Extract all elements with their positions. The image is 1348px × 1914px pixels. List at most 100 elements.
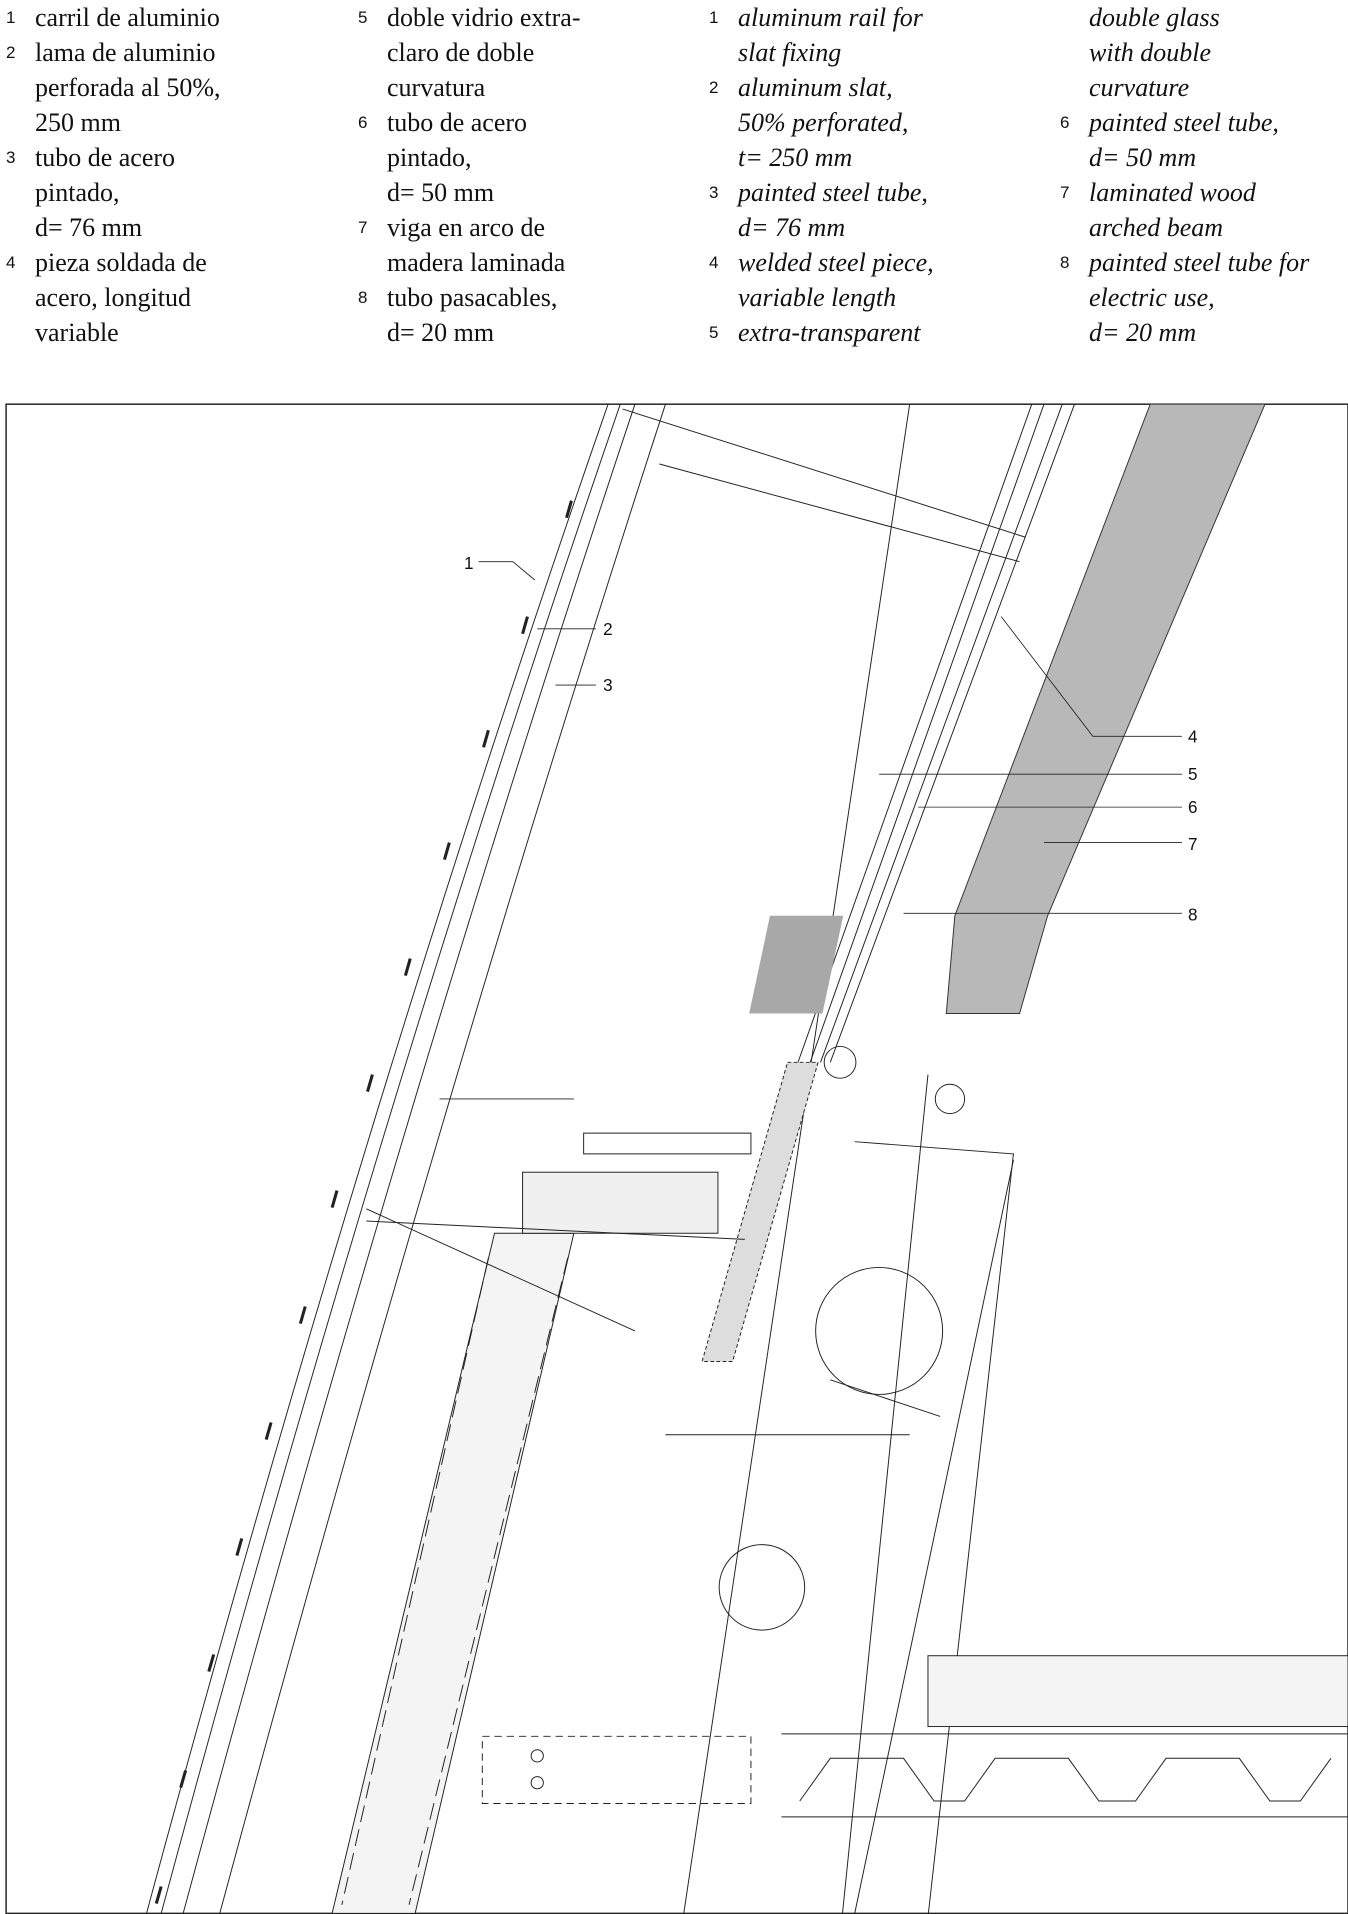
legend-line: 8 tubo pasacables, [352,280,697,315]
legend-number: 1 [6,8,16,27]
legend-line: 4variable [0,315,345,350]
legend-text: doble vidrio extra- [387,3,581,32]
legend-text: pieza soldada de [35,248,207,277]
legend-text: lama de aluminio [35,38,216,67]
legend-line: 5 extra-transparent [703,315,1048,350]
legend-text: pintado, [387,143,472,172]
legend-number: 6 [1060,113,1070,132]
legend-line: 4 pieza soldada de [0,245,345,280]
duct-circle [718,1544,806,1631]
legend-line: 6pintado, [352,140,697,175]
legend-text: painted steel tube for [1089,248,1310,277]
legend-number: 8 [1060,253,1070,272]
legend-text: t= 250 mm [738,143,853,172]
legend-text: curvature [1089,73,1190,102]
legend-number: 3 [6,148,16,167]
callout-4: 4 [1188,727,1198,746]
legend-line: 5with double [1054,35,1348,70]
legend-text: variable length [738,283,897,312]
legend-text: d= 76 mm [738,213,846,242]
legend-line: 3 painted steel tube, [703,175,1048,210]
callout-2: 2 [603,620,613,639]
legend-text: d= 20 mm [1089,318,1197,347]
callout-5: 5 [1188,765,1198,784]
legend-line: 3d= 76 mm [703,210,1048,245]
legend-line: 3d= 76 mm [0,210,345,245]
legend-text: d= 76 mm [35,213,143,242]
inclined-insulated-panel [701,1061,819,1362]
legend-number: 7 [1060,183,1070,202]
laminated-wood-beam [945,403,1266,1014]
legend-line: 5curvatura [352,70,697,105]
legend-text: d= 20 mm [387,318,495,347]
legend-number: 5 [709,323,719,342]
legend-number: 2 [6,43,16,62]
callout-7: 7 [1188,835,1198,854]
legend-number: 1 [709,8,719,27]
legend-line: 6d= 50 mm [1054,140,1348,175]
legend-text: 250 mm [35,108,121,137]
floor-deck [481,1655,1348,1818]
legend-text: curvatura [387,73,486,102]
callout-leaders [478,561,1182,914]
legend-text: claro de doble [387,38,535,67]
legend-line: 1 carril de aluminio [0,0,345,35]
legend-text: madera laminada [387,248,566,277]
legend-line: 8d= 20 mm [1054,315,1348,350]
legend-number: 4 [709,253,719,272]
legend-line: 7 laminated wood [1054,175,1348,210]
legend-line: 5double glass [1054,0,1348,35]
legend-number: 2 [709,78,719,97]
legend-number: 6 [358,113,368,132]
callout-1: 1 [464,554,474,573]
legend-text: variable [35,318,119,347]
legend-text: painted steel tube, [1089,108,1279,137]
legend-line: 5claro de doble [352,35,697,70]
legend-line: 1slat fixing [703,35,1048,70]
legend-text: welded steel piece, [738,248,934,277]
legend-text: double glass [1089,3,1220,32]
legend-line: 6d= 50 mm [352,175,697,210]
legend-text: tubo pasacables, [387,283,558,312]
legend-text: laminated wood [1089,178,1256,207]
legend-text: carril de aluminio [35,3,220,32]
legend-line: 8 painted steel tube for [1054,245,1348,280]
legend-number: 5 [358,8,368,27]
legend-text: tubo de acero [387,108,528,137]
legend-number: 4 [6,253,16,272]
legend-line: 250% perforated, [703,105,1048,140]
legend-line: 8electric use, [1054,280,1348,315]
callout-8: 8 [1188,906,1198,925]
legend-line: 3pintado, [0,175,345,210]
glazing-lines [622,404,1075,1914]
legend-text: extra-transparent [738,318,921,347]
legend-text: d= 50 mm [1089,143,1197,172]
legend-line: 2250 mm [0,105,345,140]
legend-text: arched beam [1089,213,1224,242]
legend-es-col2: 5 doble vidrio extra- 5claro de doble5curv… [352,0,697,350]
legend-line: 7madera laminada [352,245,697,280]
legend-text: 50% perforated, [738,108,909,137]
legend-line: 2t= 250 mm [703,140,1048,175]
steel-tube-large [815,1266,944,1395]
legend-number: 8 [358,288,368,307]
legend-text: painted steel tube, [738,178,928,207]
legend-text: perforada al 50%, [35,73,221,102]
drawing-frame [5,403,1348,1914]
legend-number: 3 [709,183,719,202]
legend-line: 5curvature [1054,70,1348,105]
legend-line: 4 welded steel piece, [703,245,1048,280]
legend-line: 5 doble vidrio extra- [352,0,697,35]
callout-6: 6 [1188,798,1198,817]
legend-text: viga en arco de [387,213,546,242]
legend-line: 4variable length [703,280,1048,315]
legend-text: pintado, [35,178,120,207]
legend-line: 6 painted steel tube, [1054,105,1348,140]
legend-line: 6 tubo de acero [352,105,697,140]
legend-line: 2 lama de aluminio [0,35,345,70]
